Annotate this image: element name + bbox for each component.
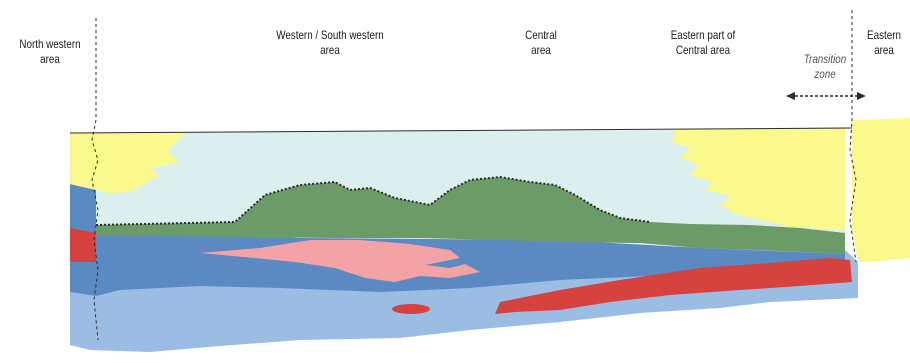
- transition-arrow-head-left: [786, 92, 795, 100]
- red-small-lens: [392, 304, 430, 314]
- transition-arrow-head-right: [857, 92, 866, 100]
- red-northwest-block: [70, 228, 96, 262]
- yellow-eastern-block: [852, 118, 910, 262]
